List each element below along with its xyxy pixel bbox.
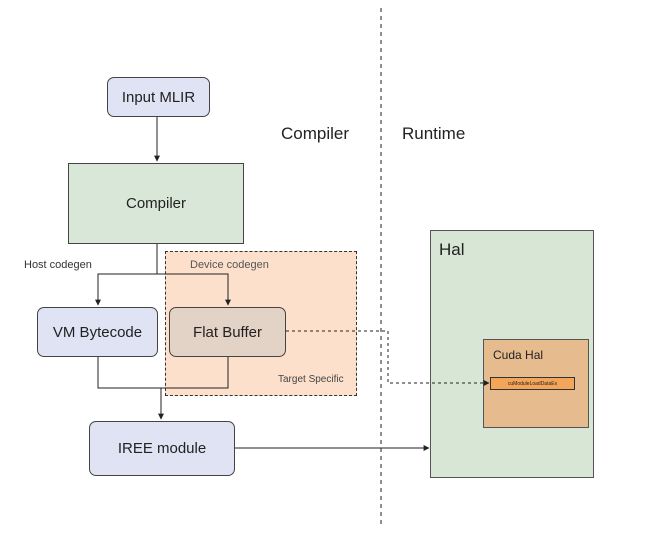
- compiler-section-label: Compiler: [281, 124, 350, 143]
- device-codegen-label: Device codegen: [190, 259, 269, 271]
- compiler-box: Compiler: [68, 163, 244, 244]
- compiler-to-flat-buffer-arrow: [157, 273, 231, 306]
- compiler-label: Compiler: [125, 195, 186, 212]
- target-specific-label: Target Specific: [278, 374, 344, 385]
- flat-buffer-to-cu-call-arrow: [286, 330, 490, 386]
- iree-module-box: IREE module: [89, 421, 235, 476]
- input-mlir-label: Input MLIR: [121, 88, 196, 106]
- iree-module-label: IREE module: [117, 440, 207, 457]
- hal-label: Hal: [439, 240, 465, 259]
- runtime-section-label: Runtime: [402, 124, 466, 143]
- cuda-hal-label: Cuda Hal: [493, 348, 544, 362]
- flat-buffer-box: Flat Buffer: [169, 307, 286, 357]
- cu-module-load-box: cuModuleLoadDataEx: [490, 377, 575, 390]
- vm-bytecode-to-merge-line: [97, 357, 229, 389]
- compiler-to-vm-bytecode-arrow: [95, 244, 158, 306]
- vm-bytecode-label: VM Bytecode: [52, 323, 143, 341]
- vm-bytecode-box: VM Bytecode: [37, 307, 158, 357]
- input-mlir-box: Input MLIR: [107, 77, 210, 117]
- host-codegen-label: Host codegen: [24, 259, 92, 271]
- flat-buffer-label: Flat Buffer: [193, 323, 262, 341]
- cu-module-load-label: cuModuleLoadDataEx: [507, 380, 558, 387]
